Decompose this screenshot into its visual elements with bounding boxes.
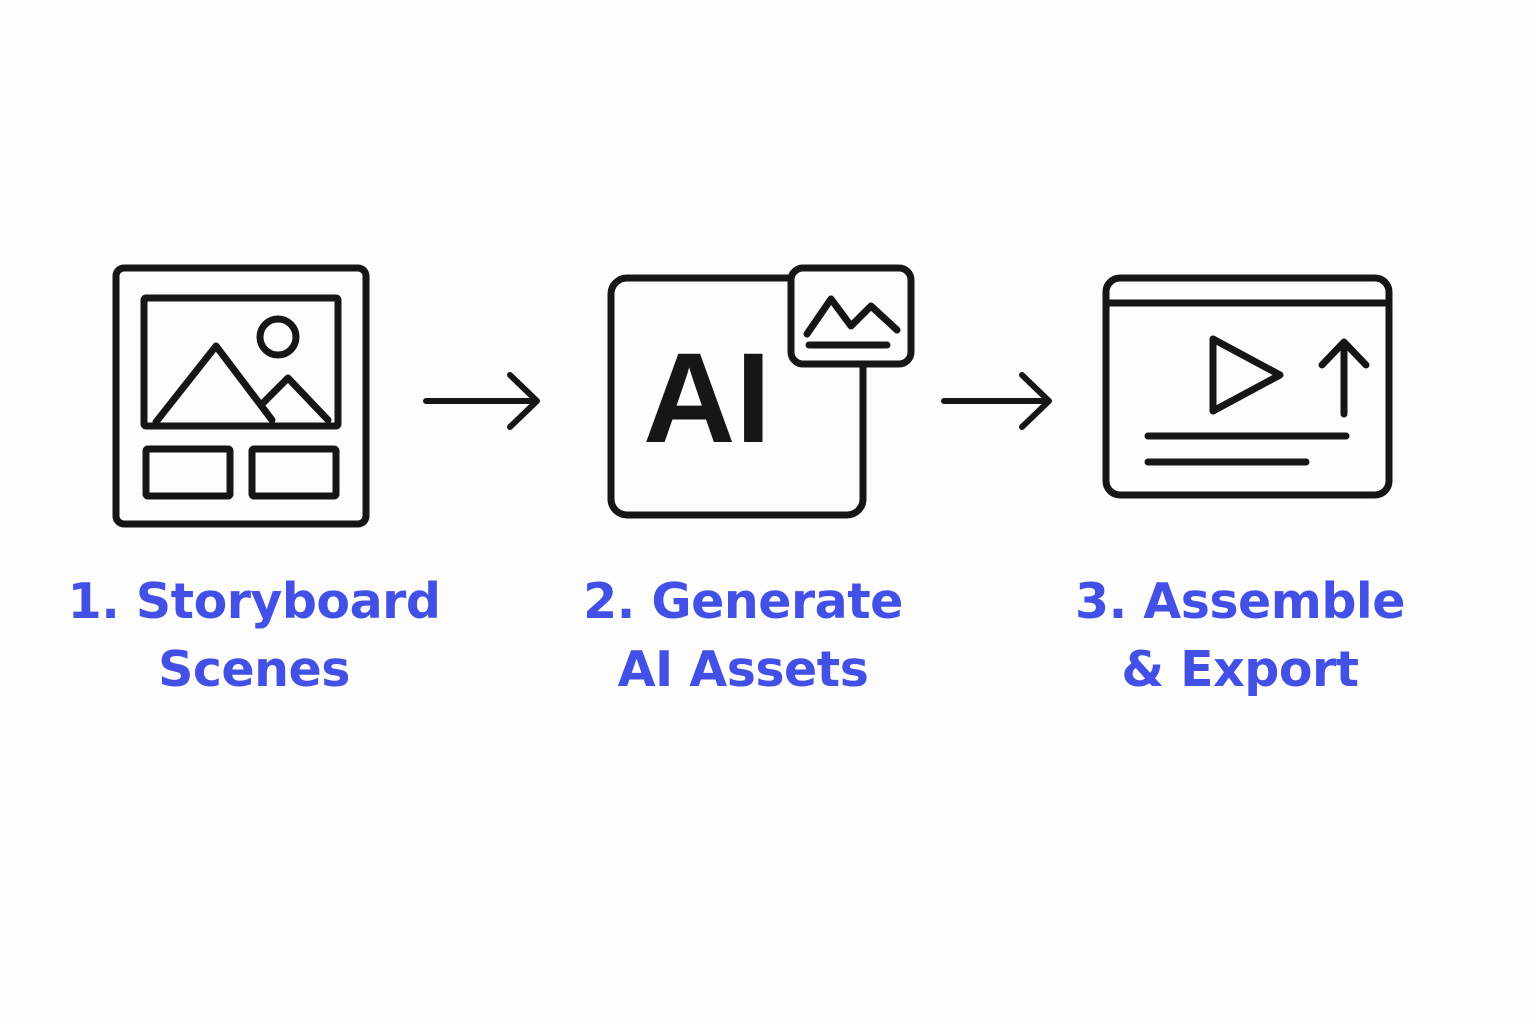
storyboard-frame — [112, 264, 370, 528]
step-3-label: 3. Assemble & Export — [1030, 568, 1450, 704]
ai-card-frame — [607, 274, 867, 519]
window-frame — [1102, 274, 1393, 499]
sun-shape — [256, 315, 300, 359]
step-1-label: 1. Storyboard Scenes — [44, 568, 464, 704]
upload-arrow-icon — [1318, 338, 1370, 418]
storyboard-icon — [112, 264, 370, 528]
step-2-label: 2. Generate AI Assets — [533, 568, 953, 704]
badge-mountain-shape — [803, 295, 901, 338]
arrow-right-icon — [423, 372, 540, 430]
step-3-label-line1: 3. Assemble — [1075, 573, 1405, 630]
arrow-right-icon — [941, 372, 1052, 430]
storyboard-image-panel — [140, 294, 342, 430]
video-export-icon — [1102, 274, 1393, 499]
ai-text: AI — [643, 327, 771, 470]
storyboard-thumb-right — [248, 445, 340, 500]
storyboard-thumb-left — [142, 445, 234, 500]
step-3-label-line2: & Export — [1121, 641, 1359, 698]
step-2-label-line2: AI Assets — [617, 641, 869, 698]
step-1-label-line2: Scenes — [158, 641, 350, 698]
image-badge — [787, 264, 915, 368]
ai-assets-icon: AI — [607, 264, 915, 519]
play-icon — [1209, 335, 1284, 415]
mountain-shape — [152, 342, 332, 426]
step-1-label-line1: 1. Storyboard — [67, 573, 441, 630]
step-2-label-line1: 2. Generate — [583, 573, 903, 630]
